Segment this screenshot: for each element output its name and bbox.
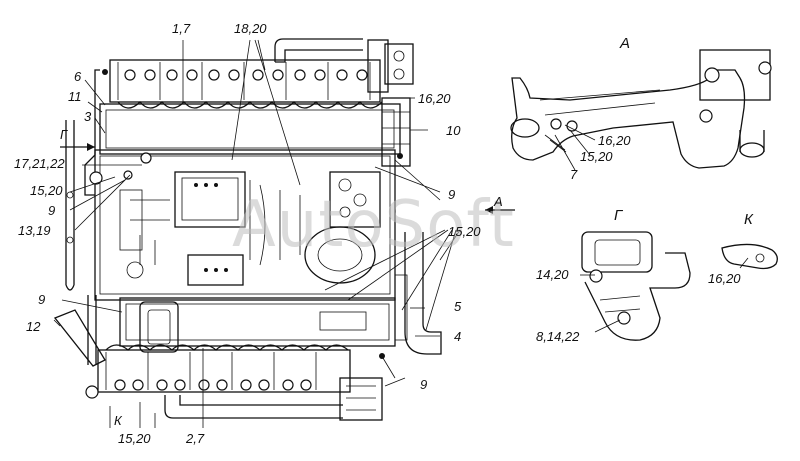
view-arrows xyxy=(60,143,515,214)
label-2-7: 2,7 xyxy=(186,431,205,446)
label-15-20-mid: 15,20 xyxy=(448,224,481,239)
label-9-bottom: 9 xyxy=(420,377,428,392)
label-10: 10 xyxy=(446,123,461,138)
watermark-text: AutoSoft xyxy=(232,188,515,262)
label-g-arrow: Г xyxy=(60,127,68,142)
label-view-a: А xyxy=(620,35,631,52)
label-8-14-22: 8,14,22 xyxy=(536,329,580,344)
label-view-k: К xyxy=(744,211,753,228)
label-18-20: 18,20 xyxy=(234,21,267,36)
label-17-21-22: 17,21,22 xyxy=(14,156,65,171)
label-16-20-k: 16,20 xyxy=(708,271,741,286)
label-16-20-a: 16,20 xyxy=(598,133,631,148)
label-a-arrow: А xyxy=(494,194,503,209)
label-1-7: 1,7 xyxy=(172,21,191,36)
label-15-20-a: 15,20 xyxy=(580,149,613,164)
view-g-detail xyxy=(581,231,691,341)
label-15-20-left: 15,20 xyxy=(30,183,63,198)
label-6: 6 xyxy=(74,69,82,84)
label-view-g: Г xyxy=(614,207,623,224)
label-13-19: 13,19 xyxy=(18,223,51,238)
leader-lines xyxy=(53,39,749,428)
label-5: 5 xyxy=(454,299,462,314)
label-12: 12 xyxy=(26,319,41,334)
label-16-20-top: 16,20 xyxy=(418,91,451,106)
label-4: 4 xyxy=(454,329,462,344)
label-14-20: 14,20 xyxy=(536,267,569,282)
label-7-a: 7 xyxy=(570,167,578,182)
label-11: 11 xyxy=(68,89,82,104)
engine-body xyxy=(53,38,442,421)
view-k-detail xyxy=(721,243,778,270)
label-9-left-a: 9 xyxy=(48,203,56,218)
label-k-bottom: К xyxy=(114,413,122,428)
label-9-left-b: 9 xyxy=(38,292,46,307)
label-3: 3 xyxy=(84,109,92,124)
label-9-mid: 9 xyxy=(448,187,456,202)
label-15-20-bottom: 15,20 xyxy=(118,431,151,446)
view-a-detail xyxy=(510,49,772,169)
